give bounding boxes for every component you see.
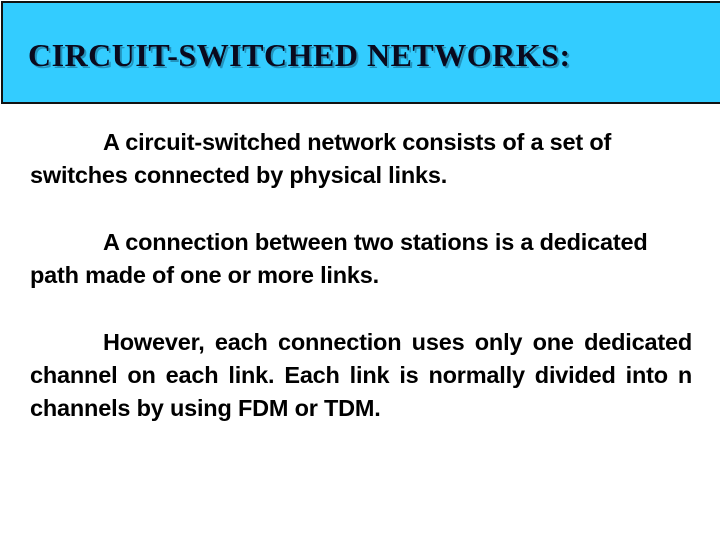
slide-title: CIRCUIT-SWITCHED NETWORKS: (28, 37, 571, 73)
body-paragraph-3: However, each connection uses only one d… (30, 329, 692, 421)
body-paragraph-2: A connection between two stations is a d… (30, 229, 648, 288)
body-paragraph-1: A circuit-switched network consists of a… (30, 129, 612, 188)
slide-body: A circuit-switched network consists of a… (30, 126, 692, 459)
title-banner: CIRCUIT-SWITCHED NETWORKS: (1, 1, 720, 104)
